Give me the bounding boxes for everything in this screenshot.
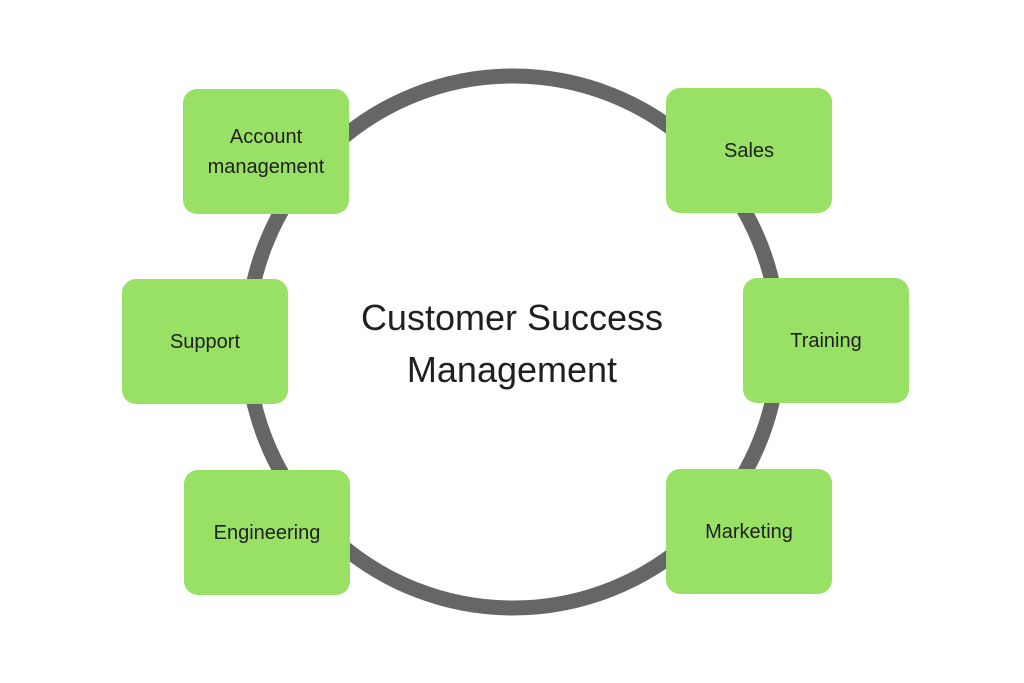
node-engineering: Engineering <box>184 470 350 595</box>
node-sales: Sales <box>666 88 832 213</box>
node-label: Account management <box>207 125 325 178</box>
node-marketing: Marketing <box>666 469 832 594</box>
node-account-management: Account management <box>183 89 349 214</box>
node-label: Sales <box>723 139 775 162</box>
node-training: Training <box>743 278 909 403</box>
center-title: Customer Success Management <box>312 292 712 396</box>
node-support: Support <box>122 279 288 404</box>
node-label: Engineering <box>213 521 321 544</box>
center-title-line-1: Customer Success <box>360 297 664 338</box>
node-label: Training <box>790 329 862 352</box>
node-label: Marketing <box>705 520 793 543</box>
node-label: Support <box>169 330 241 353</box>
center-title-line-2: Management <box>406 349 618 390</box>
